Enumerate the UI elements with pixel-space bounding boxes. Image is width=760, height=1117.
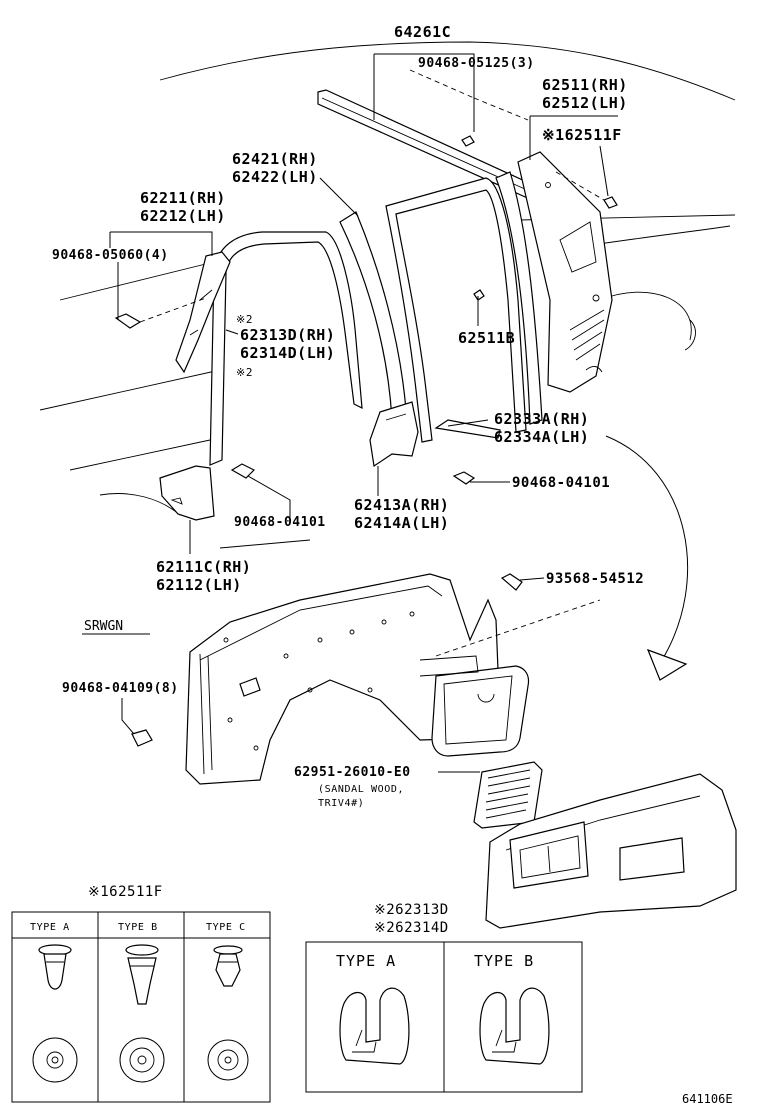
clip-type-a-label: TYPE A bbox=[30, 922, 70, 933]
assembly-arrow bbox=[605, 435, 688, 681]
retainer-clips bbox=[131, 289, 523, 747]
label-62314d: 62314D(LH) bbox=[240, 344, 335, 362]
clip-type-b-label: TYPE B bbox=[118, 922, 158, 933]
label-90468-04109: 90468-04109(8) bbox=[62, 681, 179, 696]
door-weatherstrips bbox=[209, 171, 543, 466]
clip-type-a-drawing bbox=[32, 944, 78, 1083]
label-162511f: ※162511F bbox=[542, 126, 622, 144]
vehicle-body-outline bbox=[39, 41, 736, 516]
label-62111c: 62111C(RH) bbox=[156, 558, 251, 576]
seal-types-table: ※262313D ※262314D TYPE A TYPE B bbox=[305, 902, 583, 1093]
label-62112: 62112(LH) bbox=[156, 576, 242, 594]
label-90468-05125: 90468-05125(3) bbox=[418, 56, 535, 71]
front-pillar-garnish bbox=[114, 251, 231, 374]
label-62333a: 62333A(RH) bbox=[494, 410, 589, 428]
rear-pillar-trim bbox=[517, 151, 613, 393]
label-62512: 62512(LH) bbox=[542, 94, 628, 112]
seal-type-b-drawing bbox=[479, 987, 550, 1065]
figure-number: 641106E bbox=[682, 1092, 733, 1106]
label-62413a: 62413A(RH) bbox=[354, 496, 449, 514]
label-62511b: 62511B bbox=[458, 329, 515, 347]
leader-lines bbox=[109, 53, 618, 773]
label-62414a: 62414A(LH) bbox=[354, 514, 449, 532]
label-62313d: 62313D(RH) bbox=[240, 326, 335, 344]
label-sandal-wood: (SANDAL WOOD, bbox=[318, 784, 404, 795]
label-93568-54512: 93568-54512 bbox=[546, 571, 644, 587]
clip-type-c-label: TYPE C bbox=[206, 922, 246, 933]
cargo-side-panel bbox=[485, 773, 737, 929]
storage-lid bbox=[419, 655, 530, 757]
clip-table-title: ※162511F bbox=[88, 884, 163, 900]
label-62212: 62212(LH) bbox=[140, 207, 226, 225]
label-62421: 62421(RH) bbox=[232, 150, 318, 168]
vent-grille bbox=[473, 761, 543, 829]
label-90468-05060: 90468-05060(4) bbox=[52, 248, 169, 263]
seal-table-title-1: ※262313D bbox=[374, 902, 449, 918]
cowl-side-trim bbox=[159, 465, 215, 521]
label-note2-a: ※2 bbox=[236, 313, 253, 326]
seal-type-a-drawing bbox=[339, 987, 410, 1065]
clip-type-b-drawing bbox=[119, 944, 165, 1083]
label-62951-26010-e0: 62951-26010-E0 bbox=[294, 765, 411, 780]
label-triv4: TRIV4#) bbox=[318, 798, 364, 809]
label-62334a: 62334A(LH) bbox=[494, 428, 589, 446]
seal-table-title-2: ※262314D bbox=[374, 920, 449, 936]
label-64261c: 64261C bbox=[394, 23, 451, 41]
clip-types-table: ※162511F TYPE A TYPE B TYPE C bbox=[11, 884, 271, 1103]
label-90468-04101-right: 90468-04101 bbox=[512, 475, 610, 491]
label-62211: 62211(RH) bbox=[140, 189, 226, 207]
label-srwgn: SRWGN bbox=[84, 619, 123, 634]
part-labels: 64261C 90468-05125(3) 62511(RH) 62512(LH… bbox=[52, 23, 644, 809]
label-90468-04101-left: 90468-04101 bbox=[234, 515, 326, 530]
label-62422: 62422(LH) bbox=[232, 168, 318, 186]
seal-type-a-label: TYPE A bbox=[336, 952, 396, 970]
center-pillar-lower bbox=[369, 401, 419, 468]
clip-type-c-drawing bbox=[207, 945, 249, 1081]
label-note2-b: ※2 bbox=[236, 366, 253, 379]
seal-type-b-label: TYPE B bbox=[474, 952, 534, 970]
label-62511: 62511(RH) bbox=[542, 76, 628, 94]
